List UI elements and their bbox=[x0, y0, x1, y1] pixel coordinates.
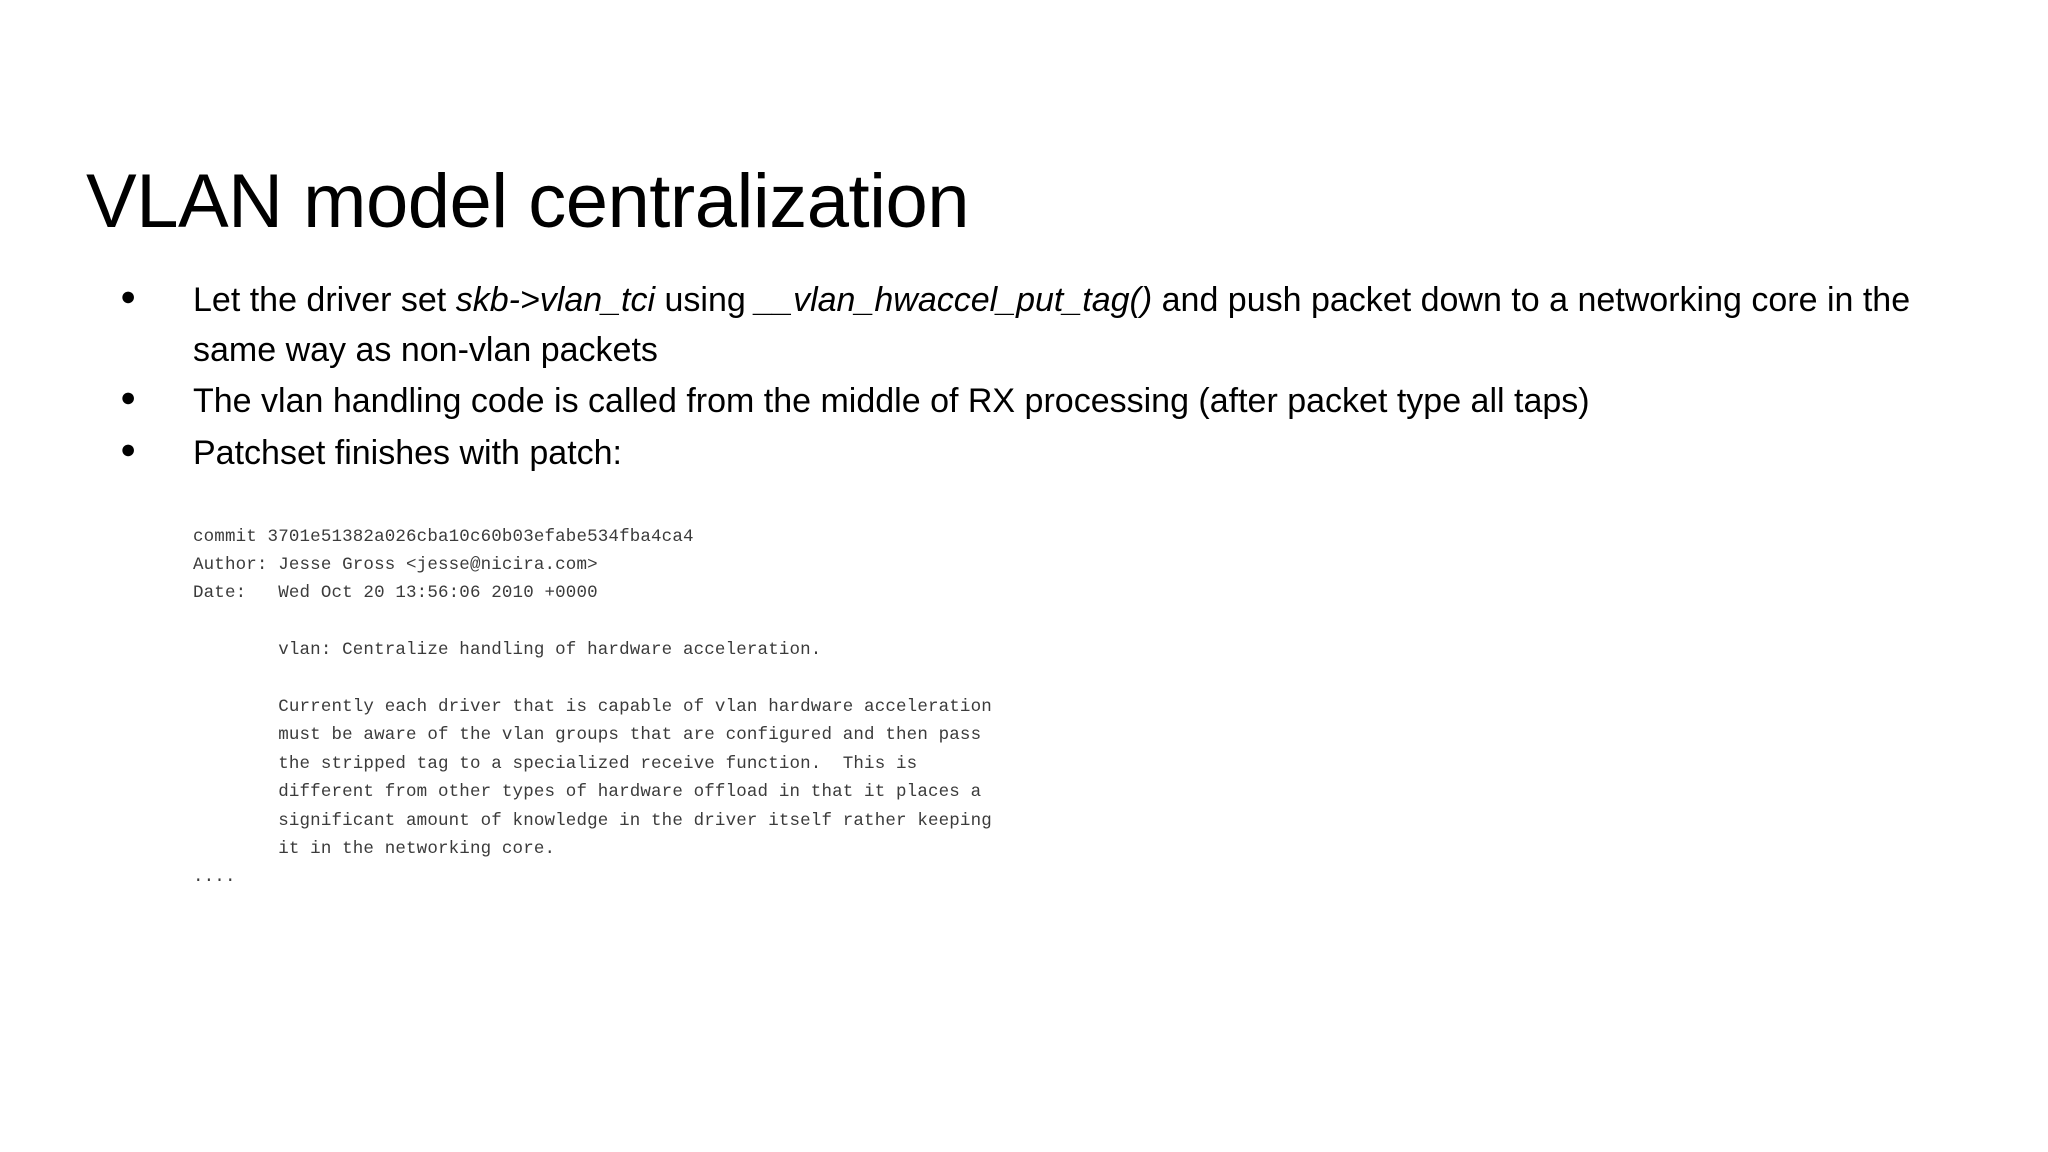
bullet-text-vlan-handling-code: The vlan handling code is called from th… bbox=[193, 382, 1590, 421]
bullet-segment-code-vlan-hwaccel-put-tag: __vlan_hwaccel_put_tag() bbox=[755, 281, 1153, 319]
commit-line-body: must be aware of the vlan groups that ar… bbox=[193, 725, 982, 746]
bullet-marker-icon: ● bbox=[120, 281, 137, 311]
page-title: VLAN model centralization bbox=[86, 158, 970, 244]
bullet-item-driver-set-vlan-tci: ● Let the driver set skb->vlan_tci using… bbox=[86, 276, 1986, 375]
bullet-text-driver-set-vlan-tci: Let the driver set skb->vlan_tci using _… bbox=[193, 276, 1986, 375]
commit-line-hash: commit 3701e51382a026cba10c60b03efabe534… bbox=[193, 526, 694, 547]
bullet-segment-text: and push packet down to a networking cor… bbox=[193, 281, 1911, 369]
commit-line-body: the stripped tag to a specialized receiv… bbox=[193, 753, 918, 774]
commit-line-body: Currently each driver that is capable of… bbox=[193, 696, 992, 717]
bullet-segment-text: using bbox=[655, 281, 756, 319]
commit-line-truncation: .... bbox=[193, 867, 236, 888]
bullet-marker-icon: ● bbox=[120, 433, 137, 464]
bullet-segment-code-skb-vlan-tci: skb->vlan_tci bbox=[455, 281, 656, 319]
bullet-item-patchset-finishes: ● Patchset finishes with patch: bbox=[86, 429, 1986, 479]
bullet-list: ● Let the driver set skb->vlan_tci using… bbox=[86, 276, 1986, 481]
commit-line-body: different from other types of hardware o… bbox=[193, 782, 982, 803]
commit-line-date: Date: Wed Oct 20 13:56:06 2010 +0000 bbox=[193, 583, 598, 604]
bullet-segment-text: Let the driver set bbox=[193, 281, 456, 319]
commit-line-subject: vlan: Centralize handling of hardware ac… bbox=[193, 640, 822, 661]
commit-line-body: it in the networking core. bbox=[193, 838, 556, 859]
commit-log-block: commit 3701e51382a026cba10c60b03efabe534… bbox=[193, 523, 992, 892]
commit-line-author: Author: Jesse Gross <jesse@nicira.com> bbox=[193, 554, 598, 575]
bullet-marker-icon: ● bbox=[120, 382, 137, 413]
commit-line-body: significant amount of knowledge in the d… bbox=[193, 810, 992, 831]
bullet-item-vlan-handling-code: ● The vlan handling code is called from … bbox=[86, 377, 1986, 427]
bullet-text-patchset-finishes: Patchset finishes with patch: bbox=[193, 433, 623, 472]
